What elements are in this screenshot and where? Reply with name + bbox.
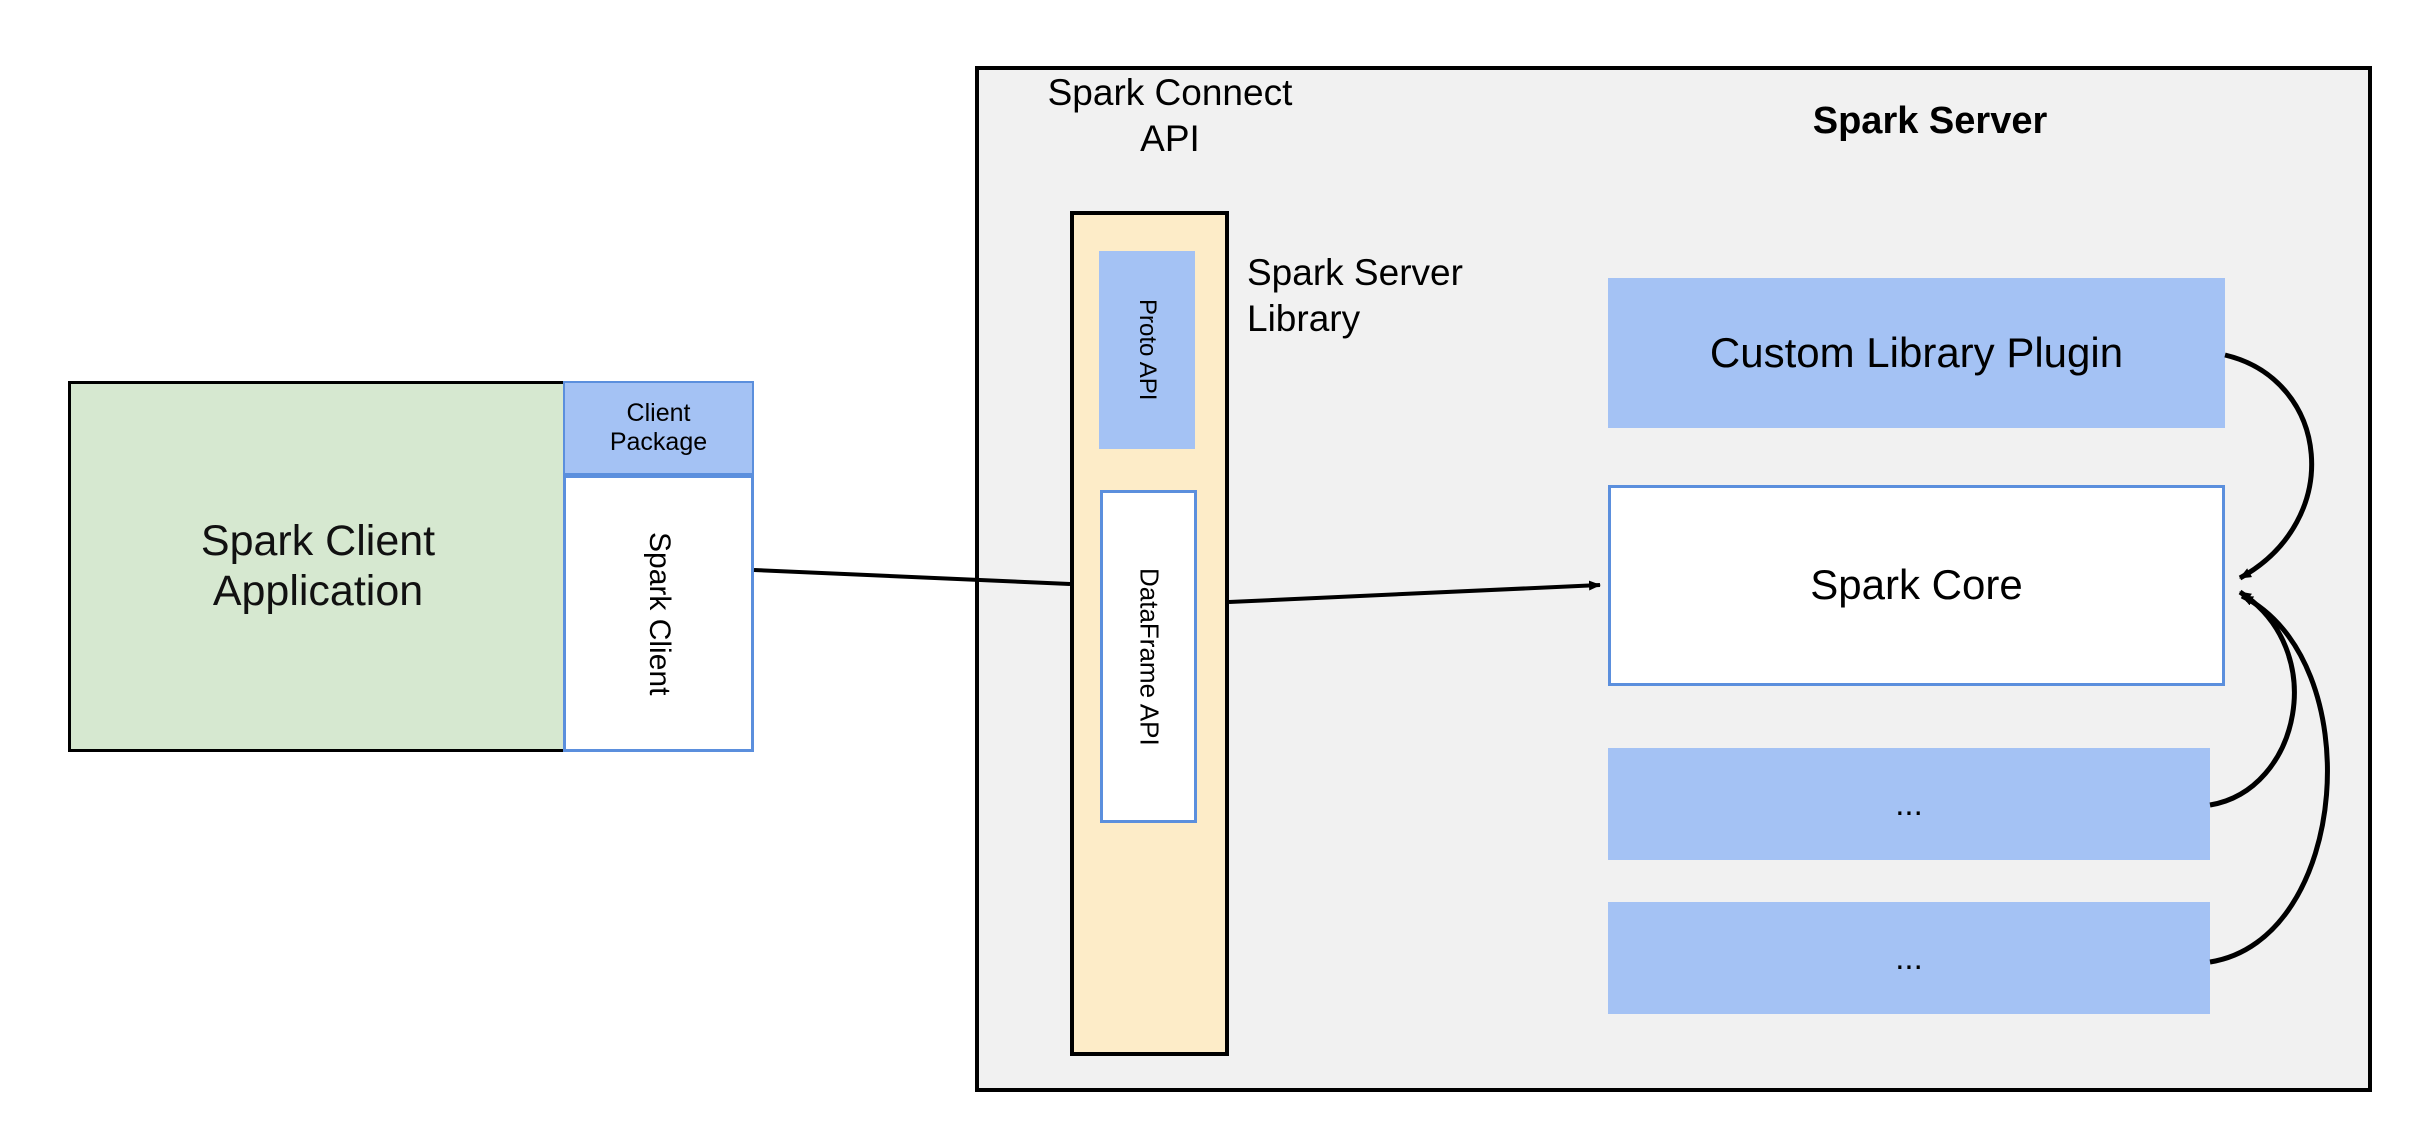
- custom-library-plugin-label: Custom Library Plugin: [1709, 328, 2124, 376]
- spark-client-label: Spark Client: [642, 531, 676, 696]
- client-package-label: Client Package: [609, 399, 708, 456]
- dataframe-api-label: DataFrame API: [1134, 567, 1165, 746]
- ellipsis-label-1: ...: [1895, 785, 1923, 823]
- server-component-ellipsis-2[interactable]: ...: [1608, 902, 2210, 1014]
- spark-core-label: Spark Core: [1810, 561, 2023, 609]
- dataframe-api-box[interactable]: DataFrame API: [1100, 490, 1197, 823]
- proto-api-box[interactable]: Proto API: [1099, 251, 1195, 449]
- proto-api-label: Proto API: [1133, 299, 1161, 401]
- client-package-box[interactable]: Client Package: [563, 381, 754, 475]
- custom-library-plugin-box[interactable]: Custom Library Plugin: [1608, 278, 2225, 428]
- spark-client-application-label: Spark Client Application: [200, 517, 436, 615]
- spark-connect-api-label: Spark Connect API: [1047, 72, 1293, 160]
- spark-server-title: Spark Server: [1812, 100, 2048, 142]
- spark-client-box[interactable]: Spark Client: [563, 475, 754, 752]
- spark-core-box[interactable]: Spark Core: [1608, 485, 2225, 686]
- ellipsis-label-2: ...: [1895, 939, 1923, 977]
- server-component-ellipsis-1[interactable]: ...: [1608, 748, 2210, 860]
- spark-client-application-box[interactable]: Spark Client Application: [68, 381, 568, 752]
- spark-server-library-label: Spark Server Library: [1247, 252, 1463, 340]
